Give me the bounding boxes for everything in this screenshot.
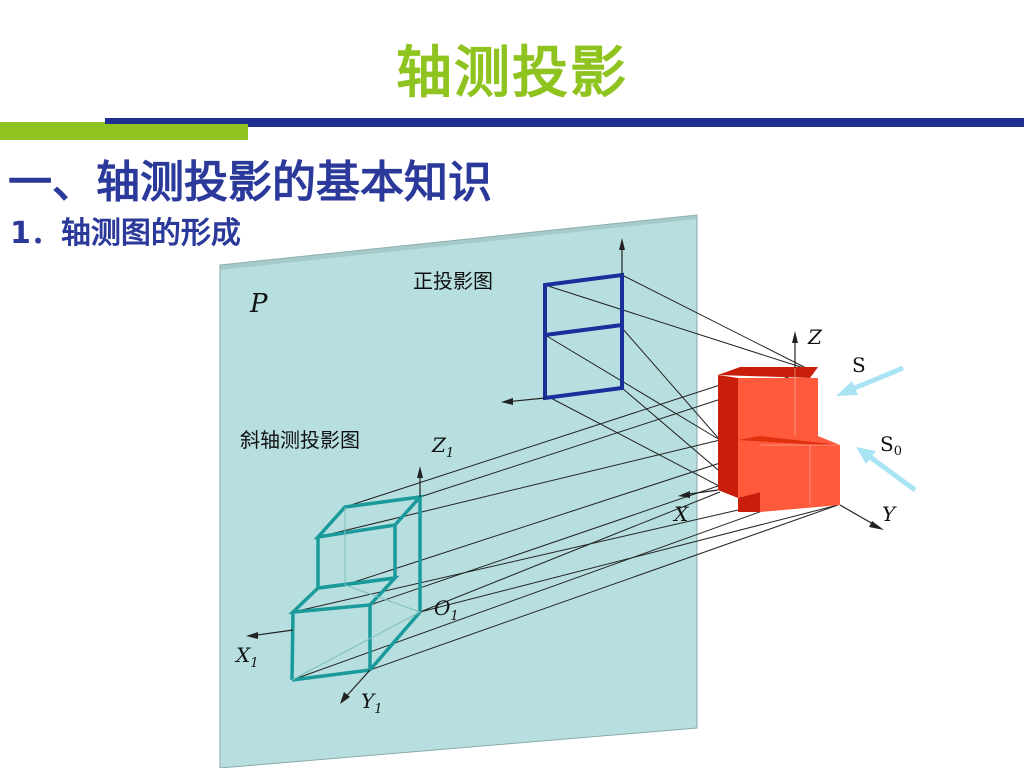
plane-top-edge [220, 215, 697, 270]
axis-y1-label: Y1 [361, 689, 382, 717]
object-z-arrowhead [792, 331, 798, 343]
object-x-arrowhead [678, 491, 690, 498]
front-x-arrowhead [501, 398, 513, 405]
oblique-y1-arrowhead [340, 692, 350, 704]
direction-s0-label: S0 [880, 432, 902, 459]
axis-y-label: Y [882, 502, 897, 526]
front-projection-view [543, 272, 624, 401]
subsection-heading: 1．轴测图的形成 [10, 216, 241, 251]
axis-o1-label: O1 [434, 596, 459, 624]
title-underline-blue [105, 118, 1024, 127]
axis-z-label: Z [807, 325, 823, 349]
axis-x1-label: X1 [234, 643, 259, 671]
oblique-hidden-lines [291, 507, 421, 681]
projection-plane [219, 214, 698, 768]
oblique-z1-arrowhead [417, 466, 423, 478]
front-projection-label: 正投影图 [413, 269, 493, 293]
title-underline-green [0, 124, 248, 140]
section-heading: 一、轴测投影的基本知识 [8, 157, 492, 208]
oblique-projection-label: 斜轴测投影图 [240, 428, 360, 452]
direction-arrow-s [836, 365, 904, 396]
red-3d-object [718, 367, 840, 512]
slide-title: 轴测投影 [396, 41, 628, 106]
front-z-arrowhead [619, 238, 625, 250]
object-y-arrowhead [869, 521, 884, 530]
oblique-x1-arrowhead [246, 632, 258, 639]
axis-x-label: X [672, 502, 689, 526]
axis-z1-label: Z1 [431, 433, 454, 461]
plane-label: P [249, 289, 268, 319]
direction-s-label: S [852, 353, 866, 377]
direction-arrow-s0 [856, 447, 917, 493]
